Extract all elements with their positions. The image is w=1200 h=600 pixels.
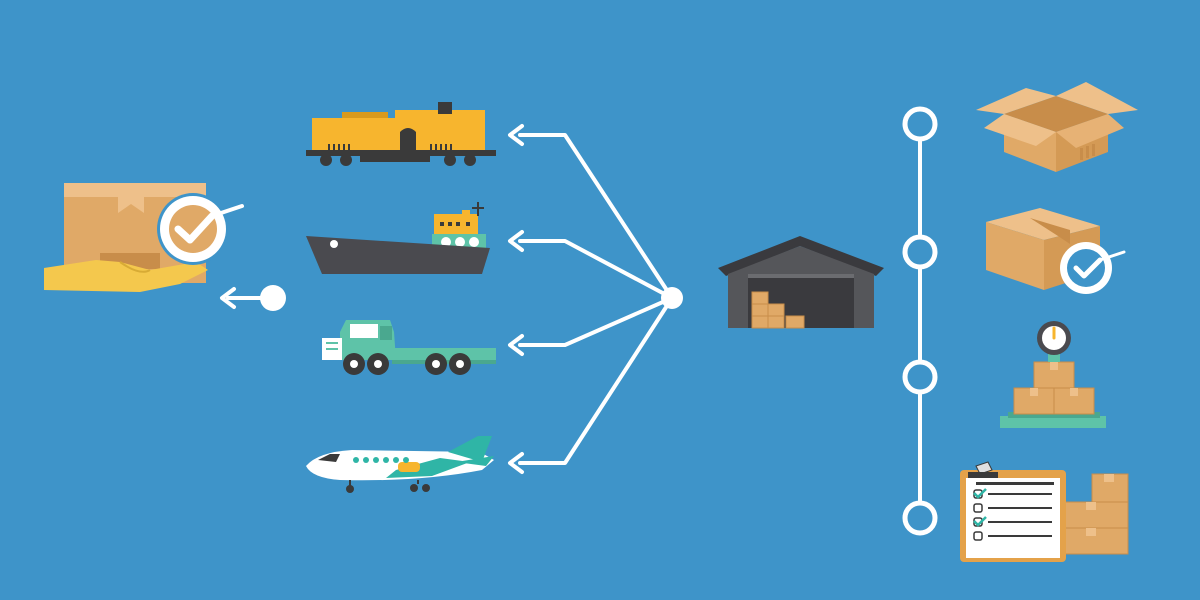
- timeline: [902, 106, 938, 536]
- cargo-ship-icon: [306, 202, 490, 274]
- connector-ship: [518, 239, 674, 300]
- open-box-icon: [976, 82, 1138, 172]
- connector-truck: [518, 296, 674, 347]
- connector-plane: [518, 296, 674, 465]
- hub-dot: [661, 287, 683, 309]
- arrowhead-ship: [508, 230, 524, 252]
- truck-icon: [322, 320, 496, 375]
- arrowhead-plane: [508, 452, 524, 474]
- arrowheads: [508, 124, 524, 474]
- connector-train: [518, 133, 674, 300]
- timeline-step-4: [902, 500, 938, 536]
- timeline-step-1: [902, 106, 938, 142]
- timeline-step-3: [902, 359, 938, 395]
- airplane-icon: [306, 436, 494, 493]
- scale-boxes-icon: [1000, 321, 1106, 428]
- hand-box-check-icon: [44, 183, 244, 292]
- arrowhead-truck: [508, 334, 524, 356]
- warehouse-icon: [718, 236, 884, 329]
- train-icon: [306, 102, 496, 166]
- timeline-step-2: [902, 234, 938, 270]
- hub-connectors: [518, 133, 674, 465]
- delivery-arrow: [220, 285, 286, 311]
- arrowhead-train: [508, 124, 524, 146]
- clipboard-checklist-icon: [960, 461, 1129, 562]
- box-check-icon: [986, 208, 1126, 294]
